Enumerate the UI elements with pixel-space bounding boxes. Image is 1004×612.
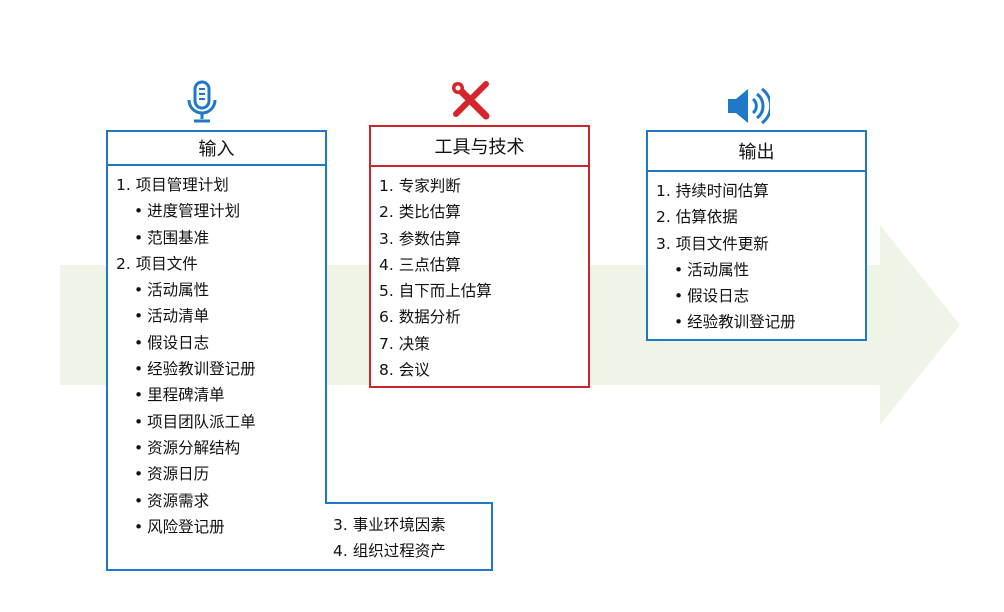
outputs-box: 输出 1. 持续时间估算 2. 估算依据 3. 项目文件更新活动属性假设日志经验教训… bbox=[646, 130, 867, 341]
inputs-box: 输入 1. 项目管理计划进度管理计划范围基准 2. 项目文件活动属性活动清单假设日… bbox=[106, 130, 327, 571]
list-item: 8. 会议 bbox=[379, 361, 430, 380]
list-item: 里程碑清单 bbox=[116, 382, 325, 408]
list-item: 2. 估算依据 bbox=[656, 208, 738, 227]
tools-box: 工具与技术 1. 专家判断 2. 类比估算 3. 参数估算 4. 三点估算 5. 自下而… bbox=[369, 125, 590, 388]
list-item: 1. 项目管理计划 bbox=[116, 176, 229, 194]
list-item: 活动属性 bbox=[656, 257, 865, 283]
list-item: 1. 持续时间估算 bbox=[656, 182, 769, 200]
tools-icon bbox=[452, 81, 490, 120]
outputs-list: 1. 持续时间估算 2. 估算依据 3. 项目文件更新活动属性假设日志经验教训登记册 bbox=[648, 172, 865, 336]
list-item: 资源分解结构 bbox=[116, 435, 325, 461]
list-item: 5. 自下而上估算 bbox=[379, 282, 492, 301]
list-item: 资源需求 bbox=[116, 488, 325, 514]
list-item: 2. 类比估算 bbox=[379, 203, 461, 222]
list-item: 活动清单 bbox=[116, 303, 325, 329]
list-item: 3. 项目文件更新 bbox=[656, 234, 769, 253]
list-item: 假设日志 bbox=[116, 330, 325, 356]
list-item: 3. 参数估算 bbox=[379, 229, 461, 248]
list-item: 风险登记册 bbox=[116, 514, 325, 540]
inputs-extra-box: 3. 事业环境因素 4. 组织过程资产 bbox=[325, 502, 493, 571]
inputs-title: 输入 bbox=[108, 132, 325, 166]
list-item: 进度管理计划 bbox=[116, 198, 325, 224]
list-item: 假设日志 bbox=[656, 283, 865, 309]
list-item: 范围基准 bbox=[116, 225, 325, 251]
list-item: 2. 项目文件 bbox=[116, 254, 198, 273]
list-item: 4. 组织过程资产 bbox=[333, 542, 446, 561]
list-item: 1. 专家判断 bbox=[379, 177, 461, 195]
inputs-list: 1. 项目管理计划进度管理计划范围基准 2. 项目文件活动属性活动清单假设日志经验… bbox=[108, 166, 325, 540]
list-item: 经验教训登记册 bbox=[656, 309, 865, 335]
outputs-title: 输出 bbox=[648, 132, 865, 172]
tools-list: 1. 专家判断 2. 类比估算 3. 参数估算 4. 三点估算 5. 自下而上估算 6. … bbox=[371, 167, 588, 383]
microphone-icon bbox=[187, 80, 217, 123]
tools-title: 工具与技术 bbox=[371, 127, 588, 167]
list-item: 3. 事业环境因素 bbox=[333, 516, 446, 534]
list-item: 活动属性 bbox=[116, 277, 325, 303]
list-item: 经验教训登记册 bbox=[116, 356, 325, 382]
list-item: 资源日历 bbox=[116, 461, 325, 487]
list-item: 项目团队派工单 bbox=[116, 409, 325, 435]
list-item: 7. 决策 bbox=[379, 334, 430, 353]
speaker-icon bbox=[728, 87, 770, 125]
list-item: 4. 三点估算 bbox=[379, 255, 461, 274]
list-item: 6. 数据分析 bbox=[379, 308, 461, 327]
